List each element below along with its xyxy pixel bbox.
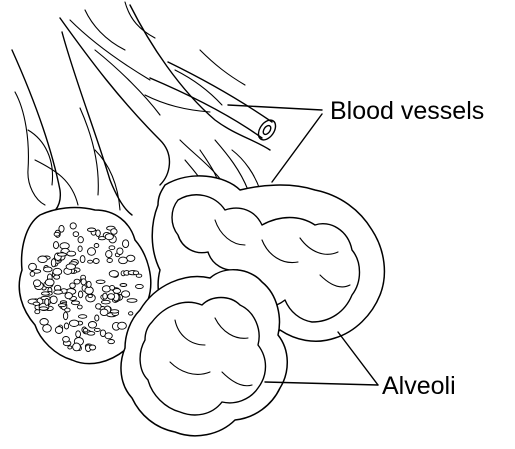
capillary-cell	[58, 304, 66, 307]
capillary-cell	[109, 246, 115, 250]
capillary-cell	[106, 251, 112, 258]
capillary-cell	[136, 274, 142, 277]
capillary-cell	[68, 346, 72, 349]
capillary-cell	[55, 327, 62, 334]
leader-line-blood-vessels-2	[272, 114, 322, 182]
capillary-cell	[76, 331, 81, 338]
capillary-cell	[44, 267, 53, 272]
label-alveoli: Alveoli	[382, 372, 456, 400]
capillary-cell	[88, 294, 92, 297]
capillary-cell	[57, 253, 66, 256]
capillary-cell	[33, 280, 40, 287]
label-blood-vessels: Blood vessels	[330, 97, 484, 125]
capillary-cell	[93, 259, 99, 264]
capillary-cell	[45, 298, 49, 305]
capillary-cell	[83, 328, 87, 332]
capillary-cell	[105, 234, 113, 240]
capillary-cell	[96, 230, 101, 237]
capillary-cell	[88, 248, 96, 256]
capillary-cell	[117, 248, 123, 255]
capillary-cell	[50, 296, 57, 304]
capillary-cell	[40, 319, 48, 326]
capillary-cell	[94, 244, 99, 248]
capillary-cell	[118, 322, 127, 329]
capillary-cell	[107, 258, 112, 262]
capillary-cell	[65, 293, 72, 299]
capillary-cell	[109, 271, 118, 277]
capillary-cell	[54, 290, 63, 294]
capillary-cell	[73, 232, 79, 237]
capillary-cell	[100, 309, 108, 316]
capillary-cell	[119, 257, 128, 264]
capillary-cell	[35, 310, 40, 314]
capillary-cell	[41, 292, 49, 295]
capillary-cell	[88, 322, 96, 329]
capillary-cell	[94, 328, 100, 331]
capillary-cell	[53, 268, 62, 275]
capillary-cell	[53, 242, 58, 249]
capillary-cell	[43, 325, 52, 333]
capillary-cell	[88, 260, 93, 263]
capillary-cell	[66, 264, 75, 270]
capillary-cell	[78, 246, 82, 251]
capillary-cell	[98, 237, 105, 240]
leader-line-alveoli-1	[338, 332, 378, 385]
capillary-cell	[59, 225, 64, 232]
capillary-cell	[54, 232, 59, 236]
capillary-cell	[71, 301, 79, 305]
capillary-cell	[96, 304, 102, 309]
capillary-cell	[127, 299, 137, 303]
capillary-cell	[39, 307, 48, 310]
capillary-cell	[95, 315, 99, 321]
capillary-cell	[113, 289, 120, 294]
capillary-cell	[45, 279, 54, 286]
capillary-cell	[87, 281, 92, 287]
capillary-cell	[96, 280, 105, 283]
capillary-cell	[111, 229, 117, 235]
capillary-cell	[103, 293, 108, 299]
capillary-cell	[87, 228, 95, 232]
capillary-cell	[70, 223, 76, 229]
capillary-cell	[33, 302, 40, 305]
capillary-cell	[67, 251, 76, 256]
capillary-cell	[87, 332, 95, 336]
capillary-cell	[78, 237, 83, 243]
capillary-cell	[120, 284, 127, 287]
capillary-cell	[70, 283, 76, 288]
capillary-cell	[105, 333, 112, 339]
capillary-cell	[123, 240, 129, 248]
capillary-cell	[69, 320, 78, 326]
capillary-cell	[136, 284, 144, 288]
capillary-cell	[65, 308, 70, 312]
capillary-cell	[77, 305, 82, 309]
capillary-vessels	[15, 2, 260, 210]
capillary-cell	[122, 291, 130, 297]
capillary-cell	[78, 315, 86, 319]
capillary-cell	[110, 310, 119, 313]
bronchiole-tubes	[12, 5, 279, 220]
capillary-cell	[108, 340, 115, 344]
capillary-cell	[102, 286, 110, 292]
capillary-cell	[63, 337, 70, 343]
capillary-cell	[81, 279, 86, 285]
capillary-cell	[73, 343, 81, 351]
capillary-cell	[38, 256, 47, 263]
leader-line-blood-vessels-1	[228, 105, 322, 110]
capillary-cell	[64, 323, 68, 329]
capillary-cell	[29, 263, 37, 270]
capillary-cell	[78, 291, 82, 298]
capillary-cell	[80, 256, 85, 263]
capillary-cell	[63, 312, 67, 320]
capillary-cell	[101, 300, 110, 304]
capillary-cell	[54, 275, 60, 279]
capillary-cell	[30, 272, 35, 277]
capillary-cell	[129, 312, 133, 315]
capillary-cell	[90, 345, 96, 350]
capillary-cell	[108, 294, 115, 300]
